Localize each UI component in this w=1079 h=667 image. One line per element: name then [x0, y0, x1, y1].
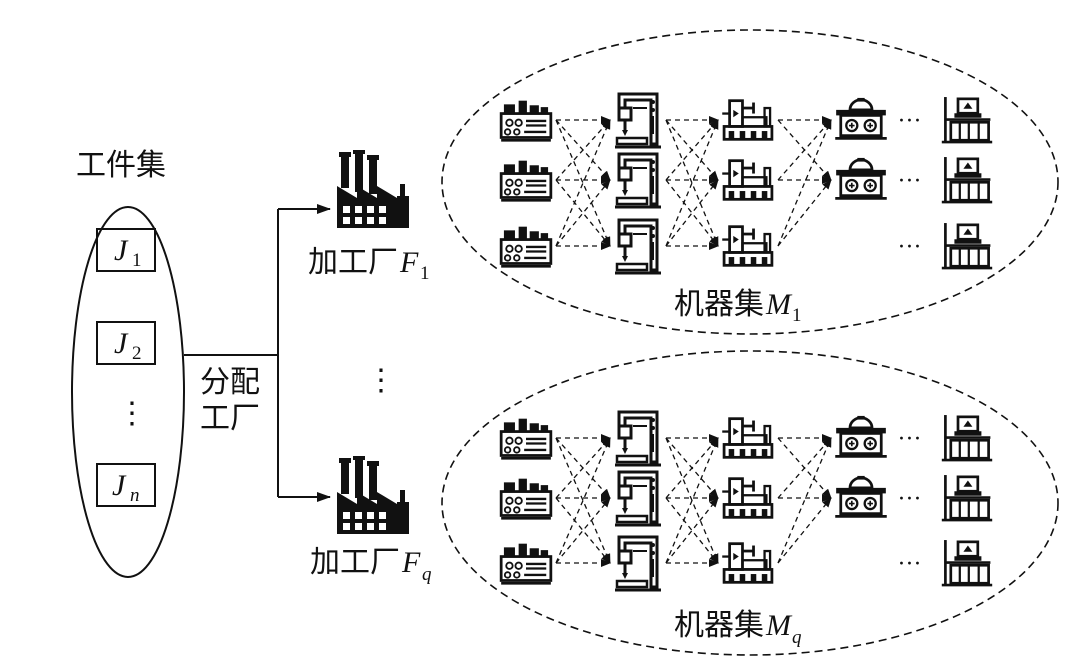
machine-flow-arrow — [555, 119, 611, 247]
factory-label-sub: q — [422, 564, 432, 585]
machine-flow-arrow — [777, 437, 832, 564]
press-machine-icon — [720, 542, 774, 584]
factory-label-letter: F — [399, 246, 419, 279]
svg-text:J: J — [112, 469, 127, 502]
machine-flow-arrow — [555, 437, 611, 564]
machine-flow-arrows — [555, 116, 832, 250]
machine-row-ellipsis: ··· — [898, 427, 922, 452]
machine-set-ellipse — [441, 29, 1059, 335]
machine-set-1: ··· ··· ··· 机器集 M 1 — [441, 29, 1059, 335]
machine-set-label-sub: q — [792, 627, 802, 648]
milling-machine-icon — [613, 218, 663, 275]
lathe-icon — [499, 417, 553, 460]
machine-set-ellipse — [441, 350, 1059, 656]
assign-connector: 分配 工厂 — [184, 204, 331, 502]
machine-set-label-prefix: 机器集 — [674, 287, 764, 322]
machine-row-ellipsis: ··· — [898, 109, 922, 134]
machine-row-ellipsis: ··· — [898, 552, 922, 577]
job-set-ellipse — [71, 206, 185, 578]
machine-flow-arrow — [777, 119, 832, 247]
machine-flow-arrows — [555, 434, 832, 567]
press-machine-icon — [720, 225, 774, 267]
machine-flow-arrow — [665, 119, 719, 247]
machine-set-label-letter: M — [765, 288, 793, 321]
milling-machine-icon — [613, 470, 663, 527]
factory-ellipsis: ⋮ — [366, 363, 396, 398]
press-machine-icon — [720, 417, 774, 459]
machine-flow-arrow — [777, 119, 832, 181]
machine-set-label-sub: 1 — [792, 305, 802, 326]
factory-icon — [337, 150, 409, 228]
factory-label-sub: 1 — [420, 263, 430, 284]
job-item: J 2 — [96, 321, 156, 365]
workbench-icon — [940, 221, 994, 270]
factory-1: 加工厂 F 1 — [308, 150, 430, 284]
workbench-icon — [940, 155, 994, 204]
job-item: J 1 — [96, 228, 156, 272]
machine-flow-arrow — [777, 179, 832, 247]
job-set-title: 工件集 — [76, 148, 166, 183]
factory-label-letter: F — [401, 546, 421, 579]
machine-set-label-letter: M — [765, 609, 793, 642]
machine-flow-arrow — [665, 119, 719, 247]
machine-flow-arrow — [665, 497, 719, 564]
factory-icon — [337, 456, 409, 534]
job-set: 工件集 J 1 J 2 ⋮ J n — [71, 148, 185, 578]
machine-grid: ··· ··· ··· — [499, 92, 994, 275]
workbench-icon — [940, 413, 994, 462]
grinder-icon — [833, 475, 889, 518]
milling-machine-icon — [613, 92, 663, 149]
machine-row-ellipsis: ··· — [898, 169, 922, 194]
machine-flow-arrow — [555, 119, 611, 247]
machine-row-ellipsis: ··· — [898, 235, 922, 260]
job-ellipsis: ⋮ — [117, 396, 147, 431]
machine-flow-arrow — [777, 437, 832, 499]
machine-flow-arrow — [555, 119, 611, 181]
grinder-icon — [833, 97, 889, 140]
svg-text:J: J — [114, 327, 129, 360]
svg-text:n: n — [130, 485, 140, 506]
milling-machine-icon — [613, 152, 663, 209]
lathe-icon — [499, 477, 553, 520]
workbench-icon — [940, 95, 994, 144]
machine-row-ellipsis: ··· — [898, 487, 922, 512]
machine-flow-arrow — [665, 437, 719, 564]
press-machine-icon — [720, 99, 774, 141]
svg-text:2: 2 — [132, 343, 142, 364]
job-item: J n — [96, 463, 156, 507]
milling-machine-icon — [613, 410, 663, 467]
svg-text:1: 1 — [132, 250, 142, 271]
lathe-icon — [499, 99, 553, 142]
factory-label-prefix: 加工厂 — [308, 245, 398, 280]
grinder-icon — [833, 415, 889, 458]
machine-grid: ··· ··· ··· — [499, 410, 994, 592]
machine-flow-arrow — [665, 497, 719, 564]
lathe-icon — [499, 542, 553, 585]
machine-flow-arrow — [777, 497, 832, 564]
workbench-icon — [940, 473, 994, 522]
machine-flow-arrow — [665, 437, 719, 499]
machine-flow-arrow — [665, 119, 719, 181]
workbench-icon — [940, 538, 994, 587]
milling-machine-icon — [613, 535, 663, 592]
machine-flow-arrow — [555, 437, 611, 499]
assign-label-line1: 分配 — [200, 365, 260, 400]
lathe-icon — [499, 159, 553, 202]
machine-set-q: ··· ··· ··· 机器集 M q — [441, 350, 1059, 656]
svg-text:J: J — [114, 234, 129, 267]
lathe-icon — [499, 225, 553, 268]
factory-q: 加工厂 F q — [310, 456, 432, 585]
machine-set-label-prefix: 机器集 — [674, 608, 764, 643]
machine-flow-arrow — [555, 437, 611, 564]
assign-label-line2: 工厂 — [200, 401, 260, 436]
press-machine-icon — [720, 159, 774, 201]
grinder-icon — [833, 157, 889, 200]
press-machine-icon — [720, 477, 774, 519]
factory-label-prefix: 加工厂 — [310, 545, 400, 580]
